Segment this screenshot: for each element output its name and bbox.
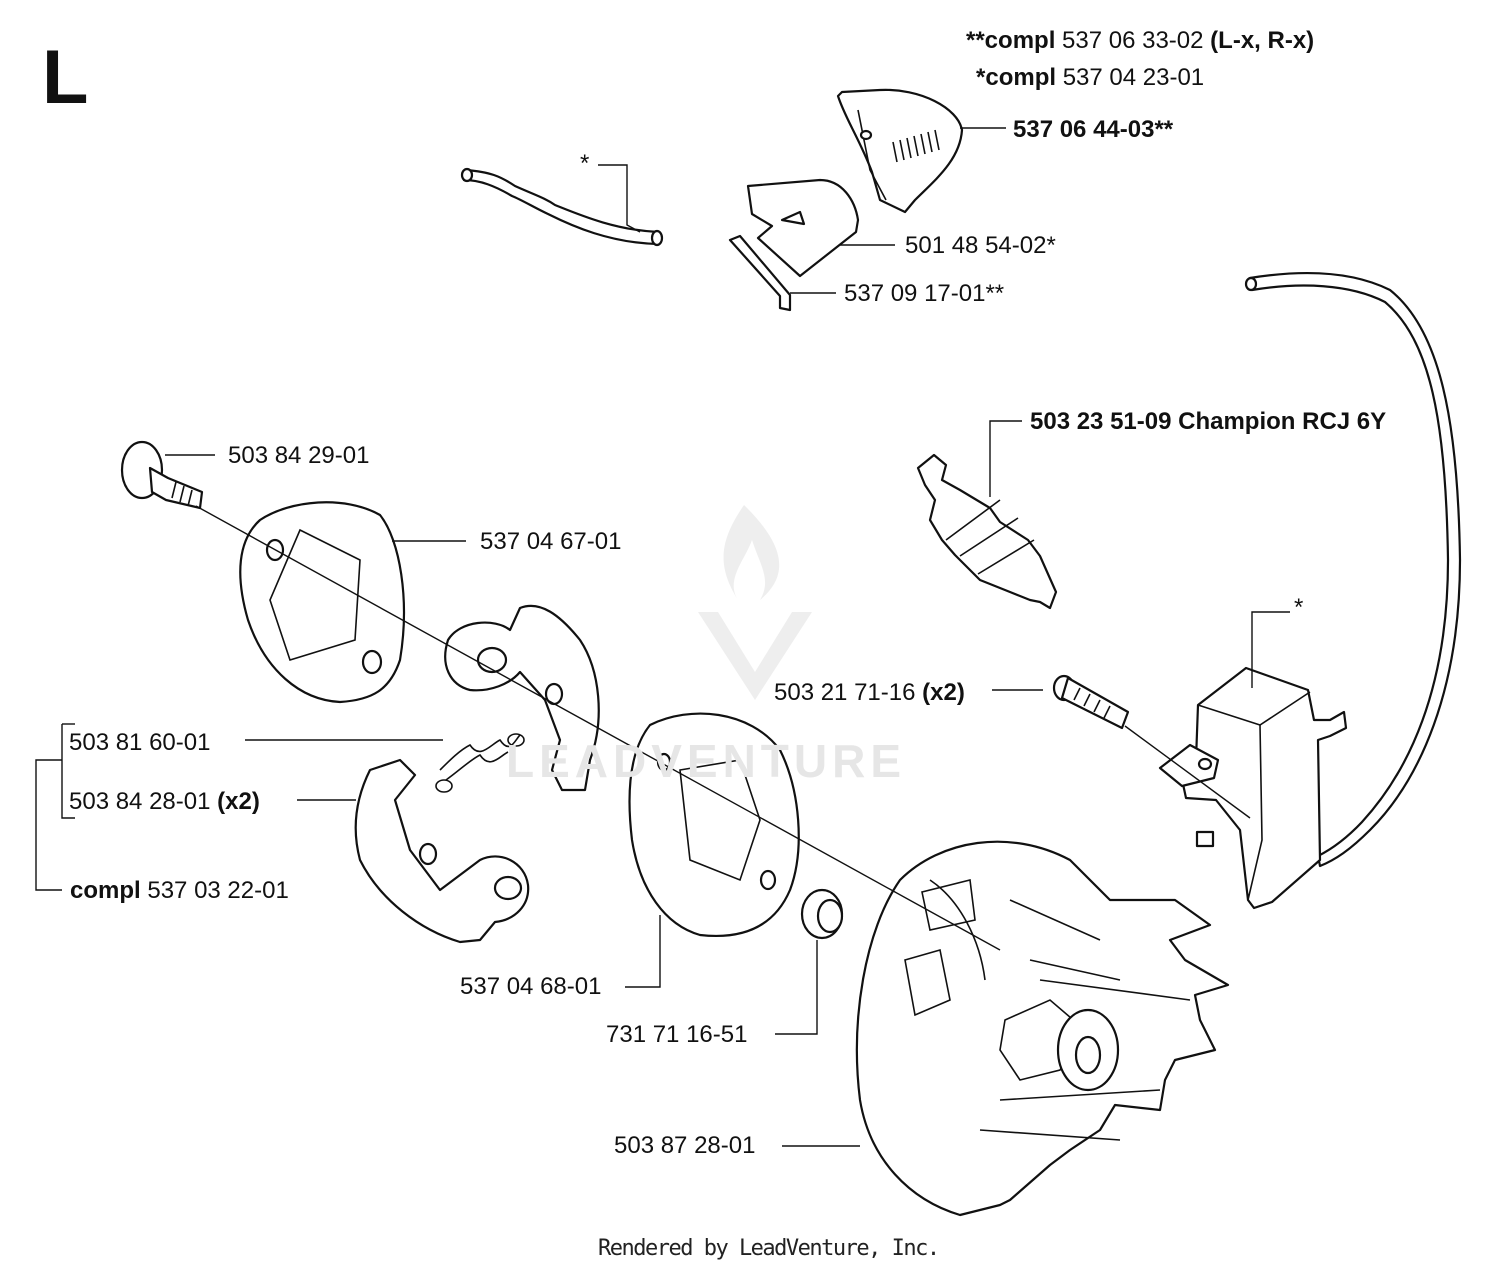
washer-nut-part — [800, 888, 844, 940]
label-number: 503 21 71-16 — [774, 679, 916, 706]
ignition-module-part — [1158, 666, 1348, 910]
label-number: 537 03 22-01 — [147, 877, 289, 904]
label-503-21-71-16: 503 21 71-16 (x2) — [774, 681, 965, 705]
label-compl-537-06-33-02: **compl 537 06 33-02 (L-x, R-x) — [966, 29, 1314, 53]
label-537-06-44-03: 537 06 44-03** — [1013, 116, 1174, 143]
label-suffix: (L-x, R-x) — [1210, 27, 1315, 54]
section-letter: L — [42, 35, 89, 120]
label-suffix: (x2) — [217, 788, 260, 815]
spark-plug-part — [916, 453, 1058, 610]
pin-part — [728, 234, 792, 312]
label-star-module: * — [1294, 594, 1304, 621]
label-503-87-28-01: 503 87 28-01 — [614, 1132, 756, 1159]
module-screw-part — [1052, 674, 1130, 730]
watermark-text: LEADVENTURE — [506, 735, 907, 787]
label-number: 537 06 33-02 — [1062, 27, 1204, 54]
label-503-81-60-01: 503 81 60-01 — [69, 729, 211, 756]
label-compl-537-03-22-01: compl 537 03 22-01 — [70, 879, 289, 903]
label-731-71-16-51: 731 71 16-51 — [606, 1021, 748, 1048]
deflector-plate-part — [746, 178, 860, 278]
label-suffix: (x2) — [922, 679, 965, 706]
label-537-09-17-01: 537 09 17-01** — [844, 280, 1005, 307]
label-503-84-28-01: 503 84 28-01 (x2) — [69, 790, 260, 814]
cover-part — [836, 88, 964, 214]
label-537-04-68-01: 537 04 68-01 — [460, 973, 602, 1000]
label-501-48-54-02: 501 48 54-02* — [905, 232, 1056, 259]
label-spark-plug: 503 23 51-09 Champion RCJ 6Y — [1030, 408, 1387, 435]
label-star-hose: * — [580, 150, 590, 177]
clutch-shoe-lower-part — [354, 758, 530, 944]
flywheel-part — [855, 840, 1230, 1217]
module-axis-line — [1124, 725, 1251, 819]
clutch-spring-part — [435, 733, 525, 793]
label-prefix: compl — [70, 877, 141, 904]
label-number: 503 84 28-01 — [69, 788, 211, 815]
washer-plate-part — [239, 501, 405, 704]
assembly-axis-line — [195, 505, 1001, 951]
label-503-84-29-01: 503 84 29-01 — [228, 442, 370, 469]
label-number: 537 04 23-01 — [1062, 64, 1205, 91]
footer-credit: Rendered by LeadVenture, Inc. — [598, 1236, 940, 1261]
label-compl-537-04-23-01: *compl 537 04 23-01 — [976, 66, 1204, 90]
fuel-hose-part — [460, 167, 664, 247]
ignition-cable-part — [1244, 271, 1462, 868]
label-prefix: *compl — [976, 64, 1057, 91]
label-537-04-67-01: 537 04 67-01 — [480, 528, 622, 555]
leader-lines — [35, 127, 1290, 1147]
leadventure-logo-watermark — [698, 505, 812, 700]
label-prefix: **compl — [966, 27, 1056, 54]
shoulder-screw-part — [120, 440, 204, 510]
